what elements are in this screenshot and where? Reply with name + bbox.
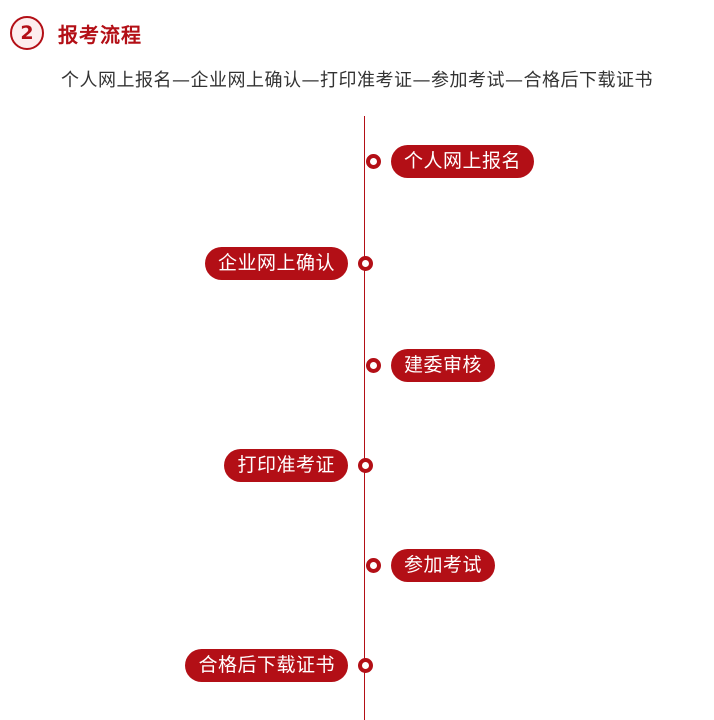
timeline-dot-icon bbox=[358, 657, 373, 673]
timeline-step-label: 合格后下载证书 bbox=[185, 648, 348, 682]
timeline-step-label: 参加考试 bbox=[391, 548, 496, 582]
timeline-dot-icon bbox=[358, 255, 373, 271]
timeline-step-4: 打印准考证 bbox=[224, 448, 373, 482]
timeline-dot-icon bbox=[358, 457, 373, 473]
timeline-step-label: 打印准考证 bbox=[224, 448, 348, 482]
section-title: 报考流程 bbox=[58, 22, 142, 47]
timeline-line bbox=[364, 116, 365, 720]
timeline-step-2: 企业网上确认 bbox=[204, 246, 373, 280]
step-number-badge: 2 bbox=[10, 16, 44, 50]
timeline-step-label: 企业网上确认 bbox=[204, 246, 348, 280]
section-header: 2 报考流程 bbox=[10, 14, 142, 52]
process-summary: 个人网上报名—企业网上确认—打印准考证—参加考试—合格后下载证书 bbox=[61, 70, 653, 91]
timeline-dot-icon bbox=[366, 357, 381, 373]
timeline-step-label: 建委审核 bbox=[391, 348, 496, 382]
timeline-step-5: 参加考试 bbox=[365, 548, 496, 582]
timeline-dot-icon bbox=[366, 153, 381, 169]
timeline-step-6: 合格后下载证书 bbox=[185, 648, 373, 682]
timeline-step-3: 建委审核 bbox=[365, 348, 496, 382]
timeline-step-1: 个人网上报名 bbox=[365, 144, 535, 178]
timeline-step-label: 个人网上报名 bbox=[391, 144, 535, 178]
timeline-dot-icon bbox=[366, 557, 381, 573]
